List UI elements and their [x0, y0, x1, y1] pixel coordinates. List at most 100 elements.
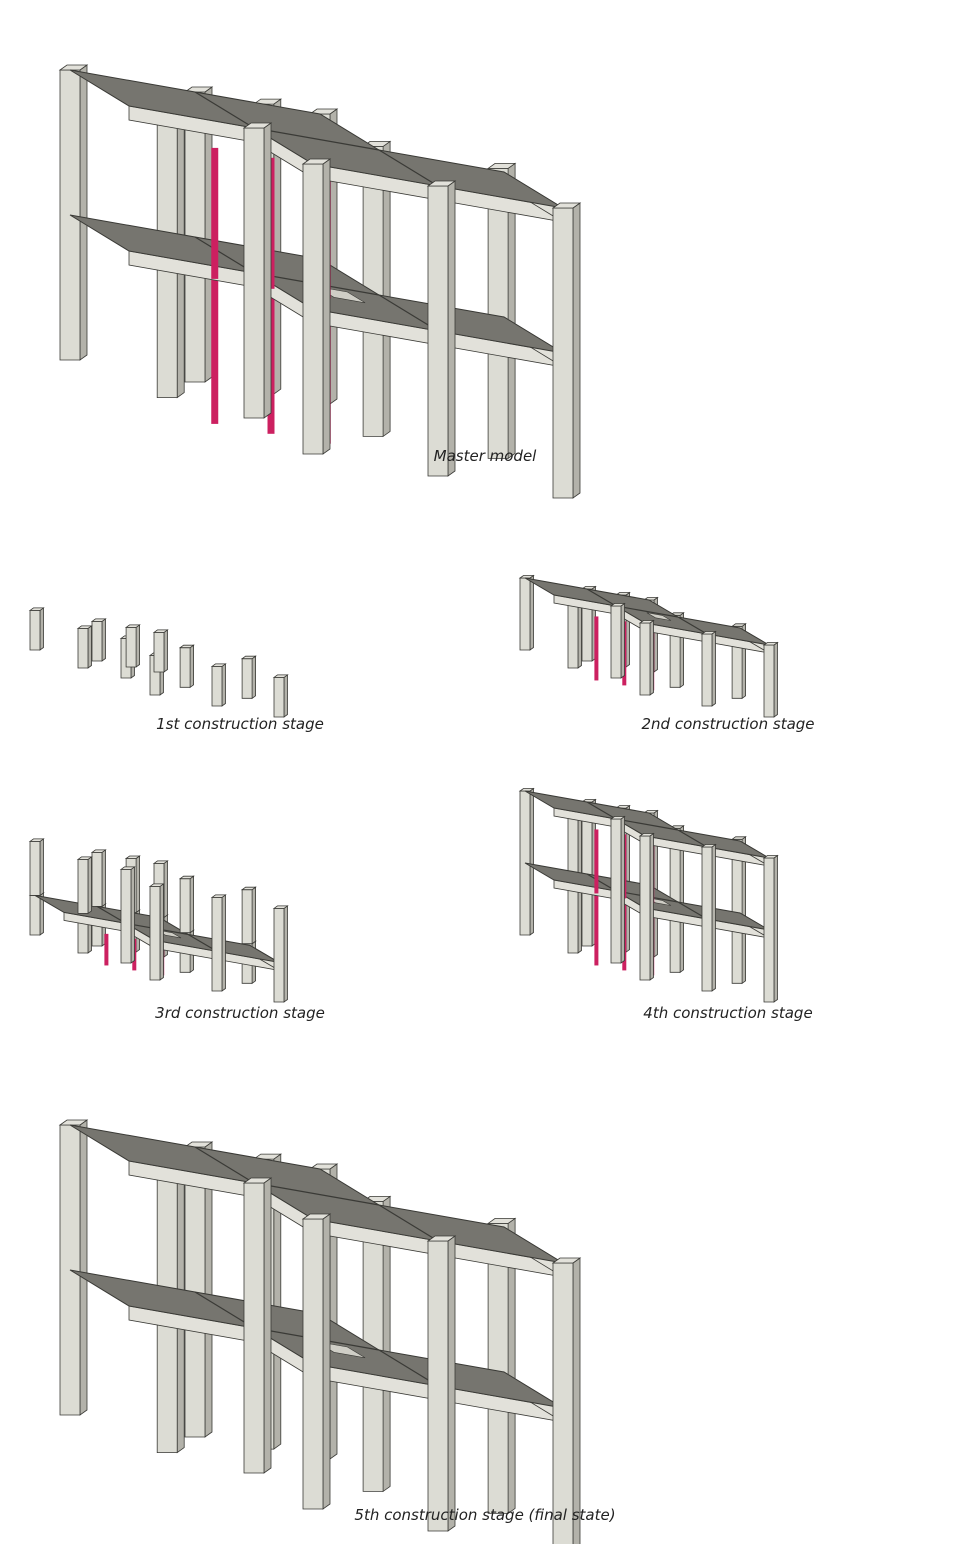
back-column-4-face — [486, 162, 517, 169]
front-column-0 — [119, 866, 136, 964]
column-6-face — [76, 625, 93, 629]
back-column-4-face — [486, 1217, 517, 1224]
upper-back-column-5-face — [163, 860, 168, 919]
upper-back-column-3-face — [178, 875, 195, 880]
back-column-4 — [730, 836, 747, 985]
column-6 — [76, 625, 93, 669]
front-column-3-face — [551, 202, 582, 209]
front-column-3-face — [762, 855, 779, 859]
front-column-3 — [272, 905, 289, 1003]
front-column-0-face — [120, 869, 132, 964]
slab-level-1-beam-line — [586, 588, 617, 607]
front-column-0-face — [263, 1177, 272, 1474]
front-column-0 — [609, 815, 626, 964]
back-column-6-face — [252, 98, 283, 105]
slab-level-1-beam-line — [615, 605, 679, 618]
front-column-0-face — [609, 816, 626, 820]
upper-back-column-3-face — [189, 875, 195, 934]
front-column-1-face — [638, 620, 655, 624]
column-6-face — [87, 625, 92, 669]
column-4-face — [211, 666, 223, 707]
back-column-0-face — [58, 64, 89, 71]
front-column-2-face — [701, 633, 713, 707]
upper-back-column-6-face — [124, 855, 141, 859]
column-0-face — [28, 607, 45, 611]
back-column-0-face — [29, 895, 41, 936]
front-column-2 — [426, 180, 457, 477]
prop-upper-0 — [211, 147, 219, 279]
column-7-face — [189, 644, 195, 689]
back-column-4-face — [730, 623, 747, 627]
master-model-drawing — [58, 64, 582, 499]
front-column-1-face — [649, 832, 654, 981]
back-column-0-face — [79, 1119, 88, 1416]
column-5-face — [283, 674, 288, 718]
upper-back-column-0-face — [29, 841, 41, 896]
back-column-0-face — [58, 1119, 89, 1126]
front-column-2-face — [700, 844, 717, 848]
back-column-0 — [518, 574, 535, 651]
front-column-0-face — [243, 1182, 265, 1474]
prop-upper-0 — [594, 829, 599, 894]
slab-level-2-beam-line — [677, 829, 708, 848]
back-column-0-face — [519, 577, 531, 651]
upper-back-column-2 — [76, 856, 93, 915]
column-7-face — [178, 644, 195, 649]
stage3-panel — [15, 775, 465, 1003]
front-column-2-face — [701, 846, 713, 992]
column-9-face — [152, 629, 169, 633]
column-1-face — [91, 621, 103, 662]
column-5-face — [272, 674, 289, 678]
prop-lower-0 — [594, 893, 599, 966]
front-column-0-face — [609, 603, 626, 607]
front-column-2 — [210, 894, 227, 992]
column-8 — [240, 655, 257, 700]
front-column-3-face — [763, 857, 775, 1003]
upper-back-column-4-face — [251, 886, 257, 945]
stage2-panel — [505, 555, 955, 718]
slab-level-2-beam-line — [615, 818, 679, 831]
back-column-0-face — [529, 574, 534, 651]
front-column-3 — [762, 641, 779, 718]
upper-back-column-4 — [240, 886, 257, 945]
upper-back-column-0 — [28, 838, 45, 897]
prop-lower-0 — [211, 278, 219, 424]
caption-stage3: 3rd construction stage — [155, 1004, 325, 1022]
back-column-1-face — [183, 1141, 214, 1148]
back-column-0 — [58, 64, 89, 361]
upper-back-column-0-face — [39, 838, 44, 897]
front-column-3-face — [572, 1257, 581, 1544]
front-column-1-face — [322, 158, 331, 455]
upper-back-column-4-face — [240, 886, 257, 891]
upper-back-column-3 — [178, 875, 195, 934]
stage5-drawing — [58, 1119, 582, 1544]
back-column-4 — [486, 162, 517, 460]
column-5 — [272, 674, 289, 718]
upper-back-column-1 — [90, 849, 107, 908]
front-column-1-face — [639, 622, 651, 696]
front-column-2-face — [426, 1235, 457, 1242]
caption-stage2: 2nd construction stage — [641, 715, 815, 733]
front-column-0 — [242, 122, 273, 419]
upper-back-column-6-face — [135, 855, 140, 914]
front-column-1-face — [322, 1213, 331, 1510]
slab-level-1-beam-line — [677, 616, 708, 635]
upper-back-column-2-face — [77, 859, 89, 914]
back-column-0 — [58, 1119, 89, 1416]
column-1 — [90, 618, 107, 662]
front-column-1 — [638, 619, 655, 696]
stage1-drawing — [28, 607, 289, 718]
front-column-0-face — [242, 1177, 273, 1184]
slab-level-2-beam-line — [253, 1182, 380, 1206]
front-column-1-face — [639, 835, 651, 981]
stage4-drawing — [518, 787, 779, 1003]
caption-stage4: 4th construction stage — [643, 1004, 813, 1022]
front-column-0-face — [610, 605, 622, 679]
back-column-0 — [518, 787, 535, 936]
front-column-0 — [609, 602, 626, 679]
front-column-3-face — [763, 644, 775, 718]
front-column-2-face — [711, 843, 716, 992]
column-9-face — [153, 632, 165, 673]
upper-back-column-0-face — [28, 838, 45, 842]
front-column-3-face — [551, 1257, 582, 1264]
